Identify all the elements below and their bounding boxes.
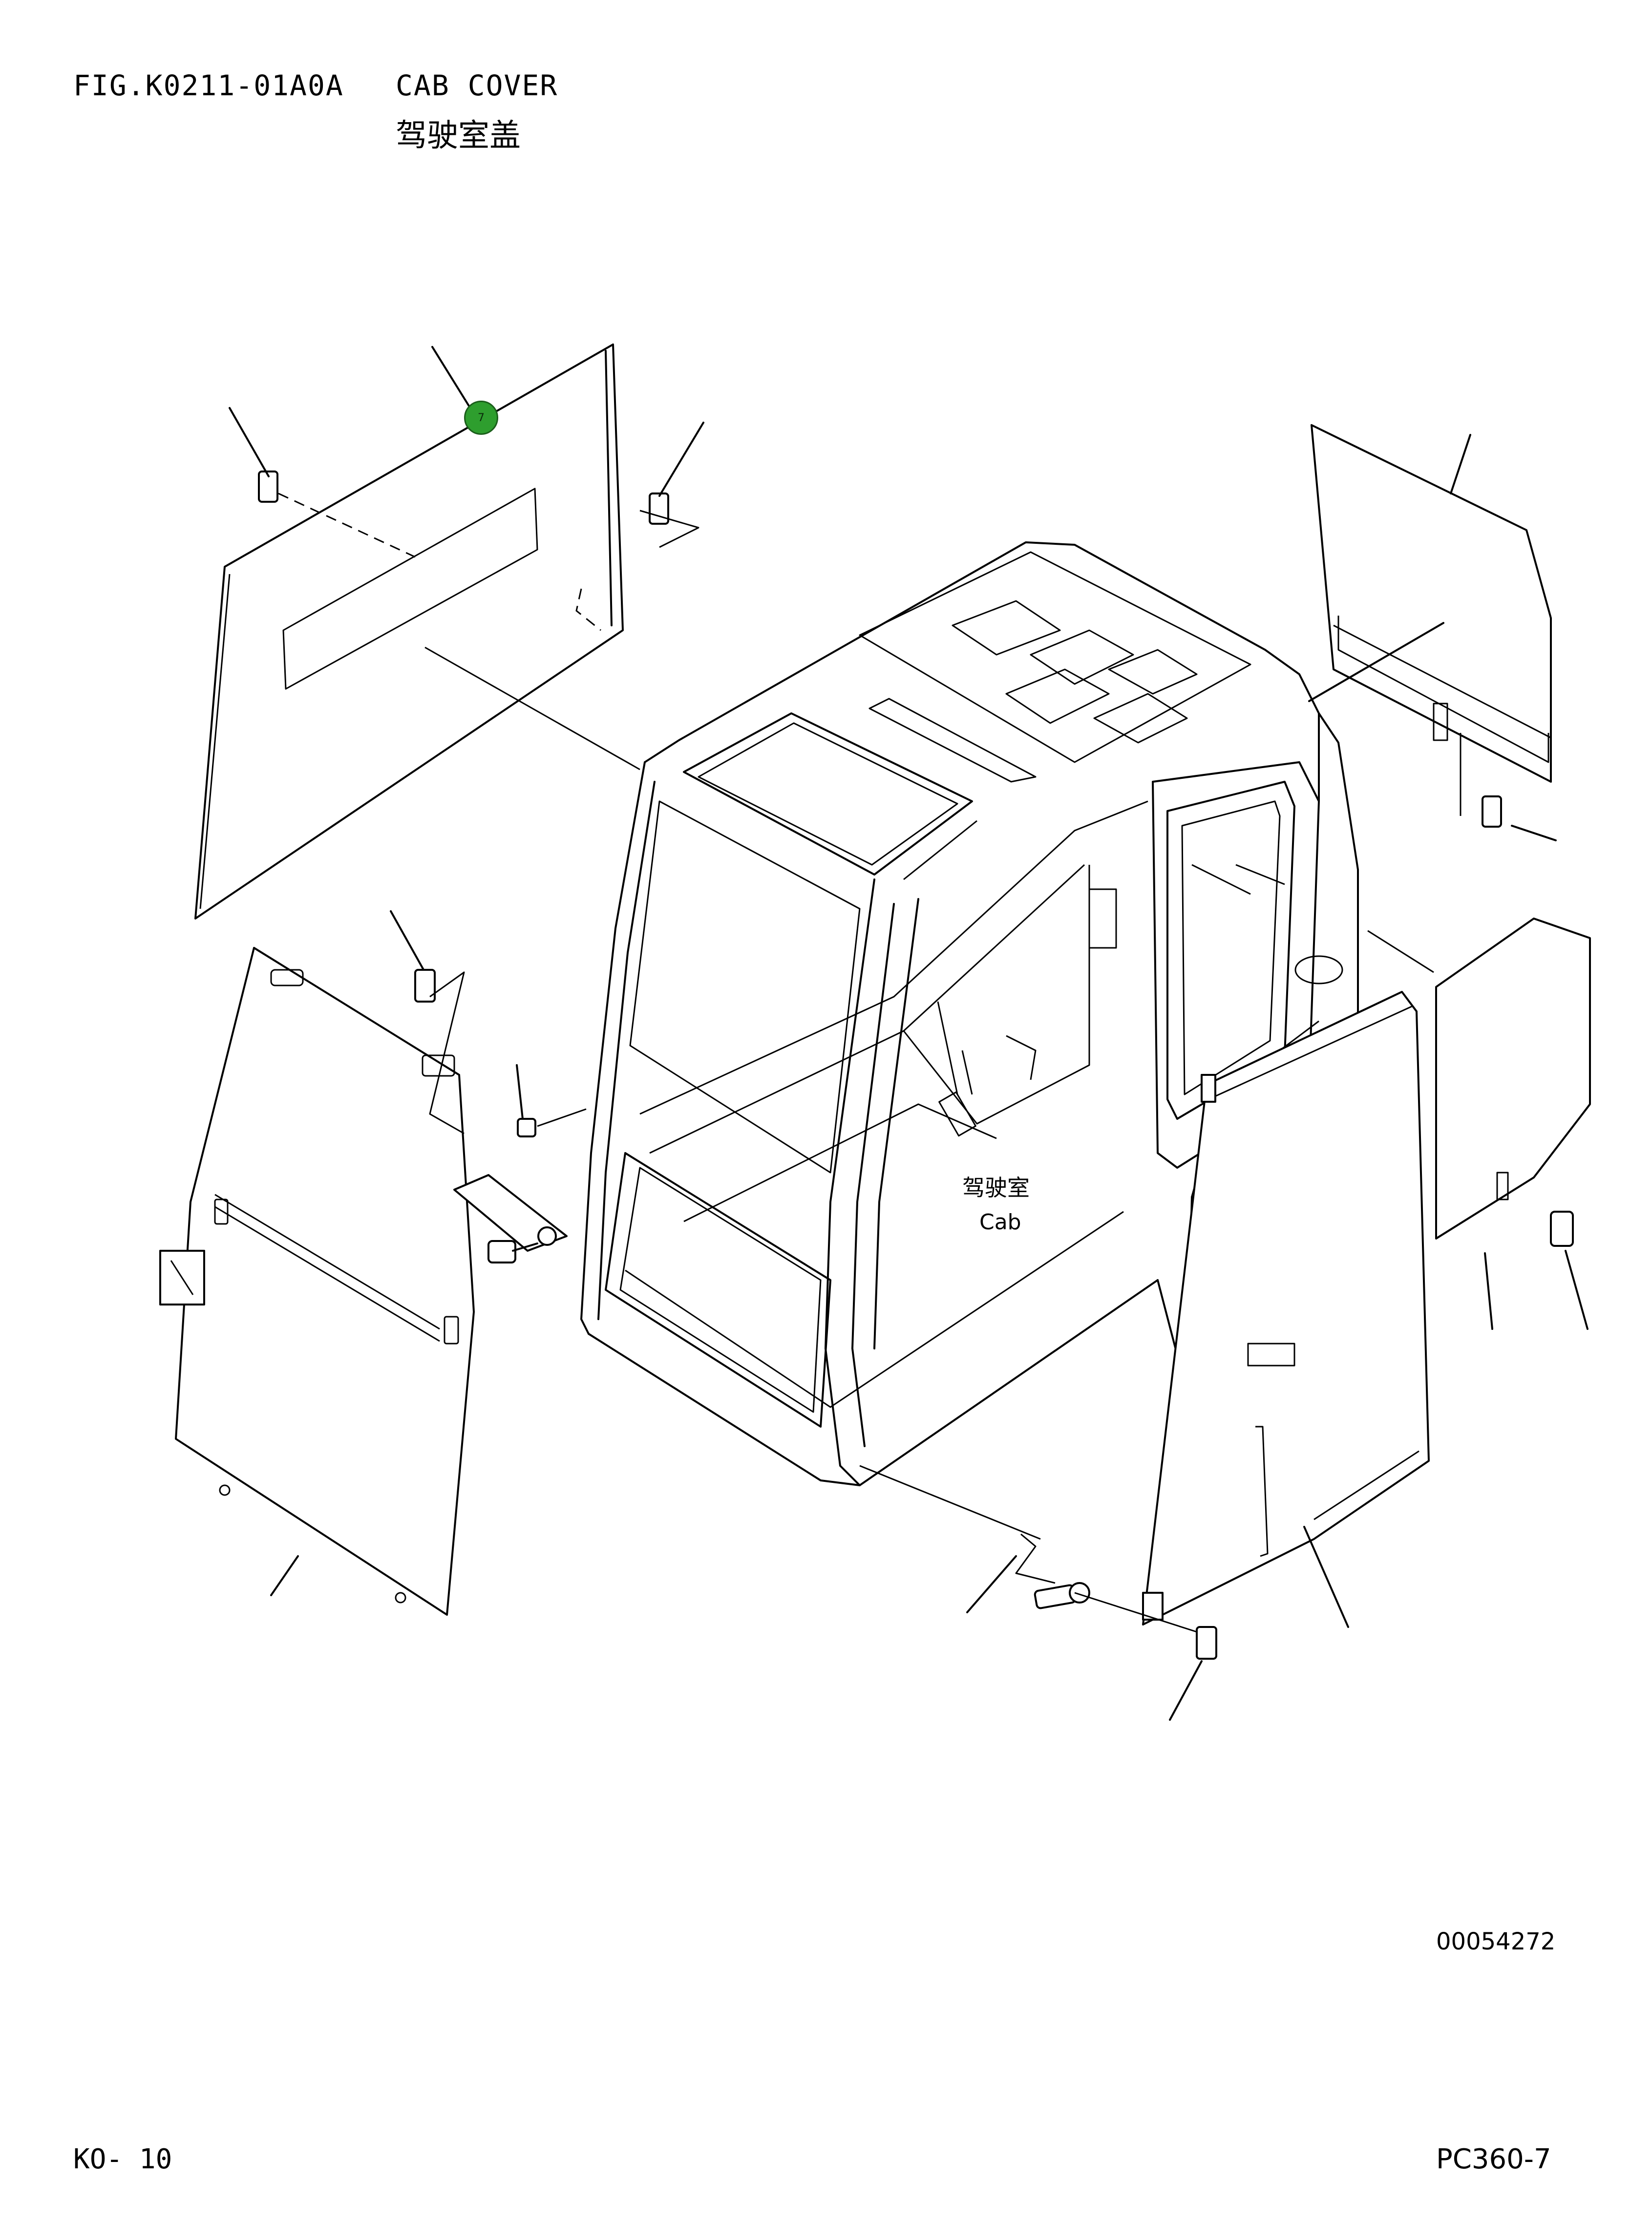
- cab-label-zh: 驾驶室: [962, 1175, 1030, 1201]
- fastener-group-bottom: [860, 1466, 1216, 1720]
- machine-model: PC360-7: [1436, 2143, 1551, 2175]
- leader-line: [659, 423, 703, 496]
- cab-structure: [581, 542, 1358, 1485]
- leader-line: [1512, 826, 1556, 840]
- drawing-reference-number: 00054272: [1436, 1928, 1556, 1955]
- page-title-en: CAB COVER: [396, 69, 558, 102]
- cab-label-en: Cab: [979, 1210, 1021, 1235]
- page-number: KO- 10: [73, 2143, 172, 2175]
- clip-part: [415, 970, 435, 1002]
- leader-line: [1236, 865, 1285, 884]
- figure-code: FIG.K0211-01A0A: [73, 69, 344, 102]
- leader-line: [1566, 1251, 1588, 1329]
- leader-line: [1451, 435, 1470, 493]
- fastener-group-left: [454, 1065, 586, 1262]
- left-side-cover-panel: [160, 948, 474, 1615]
- leader-line: [1309, 623, 1443, 701]
- leader-line: [230, 408, 269, 476]
- leader-line: [391, 911, 425, 972]
- right-upper-cover-panel: [1436, 919, 1590, 1246]
- rear-cover-panel: [1312, 425, 1551, 827]
- leader-line: [1368, 931, 1434, 972]
- leader-line: [271, 1556, 298, 1595]
- leader-line: [1485, 1253, 1492, 1329]
- callout-marker[interactable]: 7: [464, 401, 498, 435]
- page-title-zh: 驾驶室盖: [396, 118, 521, 154]
- leader-line: [1304, 1527, 1348, 1627]
- right-lower-cover-panel: [1143, 992, 1429, 1625]
- clip-bracket: [430, 972, 464, 1134]
- roof-cover-panel: [195, 344, 699, 919]
